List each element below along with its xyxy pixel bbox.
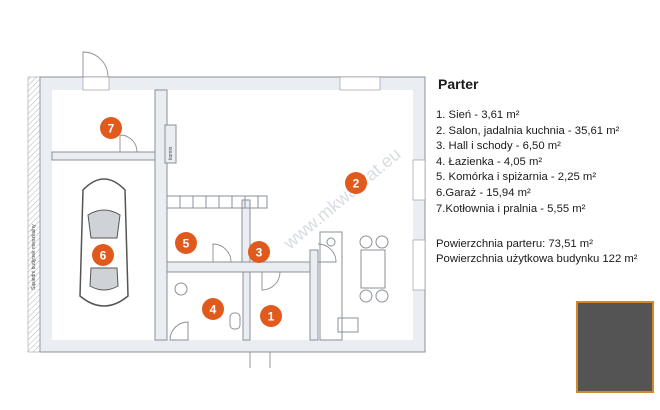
neighbor-wall-hatch (27, 76, 41, 353)
wall-vestibule-right (309, 249, 319, 341)
staircase (166, 195, 268, 209)
room-list-item: 3. Hall i schody - 6,50 m² (436, 140, 561, 153)
room-marker-5: 5 (175, 232, 197, 254)
svg-text:5: 5 (183, 237, 190, 251)
room-list-item: 4. Łazienka - 4,05 m² (436, 155, 543, 168)
room-marker-1: 1 (260, 305, 282, 327)
bathroom-fixtures (169, 282, 241, 341)
usable-area: Powierzchnia użytkowa budynku 122 m² (436, 253, 638, 266)
svg-text:3: 3 (256, 246, 263, 260)
room-marker-2: 2 (345, 172, 367, 194)
wall-garage-top (51, 151, 156, 161)
wall-garage-right (154, 89, 168, 341)
car-icon (79, 178, 129, 307)
floor-thumbnail[interactable] (576, 301, 654, 393)
chimney (164, 124, 177, 164)
door-storage (212, 243, 232, 263)
room-marker-3: 3 (248, 241, 270, 263)
window-living-right-low (412, 239, 426, 291)
legend-title: Parter (438, 76, 479, 92)
wall-hall-bottom (166, 261, 314, 273)
window-living-right (412, 159, 426, 201)
room-list-item: 5. Komórka i spiżarnia - 2,25 m² (436, 171, 597, 184)
door-boiler-exterior (82, 51, 109, 78)
svg-text:2: 2 (353, 177, 360, 191)
wall-bath-right (242, 271, 251, 341)
svg-text:7: 7 (108, 122, 115, 136)
chimney-label: komin (168, 146, 174, 160)
window-boiler-top (82, 76, 110, 91)
door-hall-living (317, 243, 337, 263)
kitchen-counter (319, 231, 359, 341)
legend-panel: Parter 1. Sień - 3,61 m² 2. Salon, jadal… (436, 76, 660, 267)
room-marker-7: 7 (100, 117, 122, 139)
room-list-item: 6.Garaż - 15,94 m² (436, 186, 531, 199)
room-list-item: 7.Kotłownia i pralnia - 5,55 m² (436, 202, 586, 215)
svg-text:4: 4 (210, 303, 217, 317)
door-entrance (249, 352, 271, 368)
door-boiler-garage (119, 134, 138, 153)
room-marker-6: 6 (92, 244, 114, 266)
room-list-item: 2. Salon, jadalnia kuchnia - 35,61 m² (436, 124, 620, 137)
neighbor-wall-label: Sąsiedni budynek mieszkalny (31, 224, 37, 290)
svg-text:1: 1 (268, 310, 275, 324)
svg-text:6: 6 (100, 249, 107, 263)
room-list: 1. Sień - 3,61 m² 2. Salon, jadalnia kuc… (436, 108, 660, 217)
room-1-vestibule (250, 272, 310, 340)
window-living-top (339, 76, 381, 91)
dining-table (359, 235, 389, 303)
room-list-item: 1. Sień - 3,61 m² (436, 109, 520, 121)
floor-plan: komin Sąsiedni budynek mieszkalny (27, 51, 426, 368)
room-marker-4: 4 (202, 298, 224, 320)
door-vestibule (261, 271, 281, 291)
room-5-storage (167, 200, 242, 262)
area-summary: Powierzchnia parteru: 73,51 m² Powierzch… (436, 237, 660, 267)
ground-floor-area: Powierzchnia parteru: 73,51 m² (436, 238, 593, 251)
